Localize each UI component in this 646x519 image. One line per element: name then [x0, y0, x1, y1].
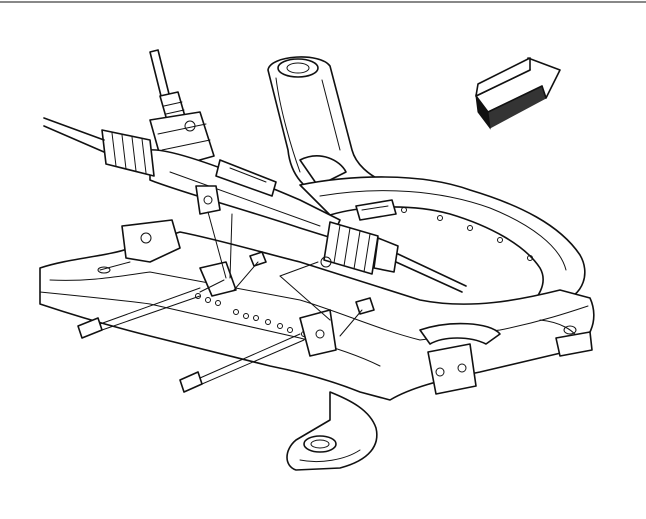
boot-left — [101, 129, 155, 177]
steering-shaft — [149, 49, 187, 125]
bolt-bottom — [179, 333, 305, 393]
callout-lines — [207, 211, 331, 321]
nut-right — [339, 297, 375, 337]
bolt-left — [77, 279, 225, 339]
tie-rod-left — [43, 117, 105, 153]
steering-gear-housing — [149, 111, 341, 239]
nut-center — [233, 251, 267, 291]
boot-right — [320, 221, 399, 275]
mount-pad-bottom — [286, 391, 378, 471]
tie-rod-right — [395, 253, 467, 293]
frame-crossmember — [39, 219, 595, 401]
direction-arrow-icon — [475, 57, 561, 130]
mount-tower — [267, 56, 381, 201]
